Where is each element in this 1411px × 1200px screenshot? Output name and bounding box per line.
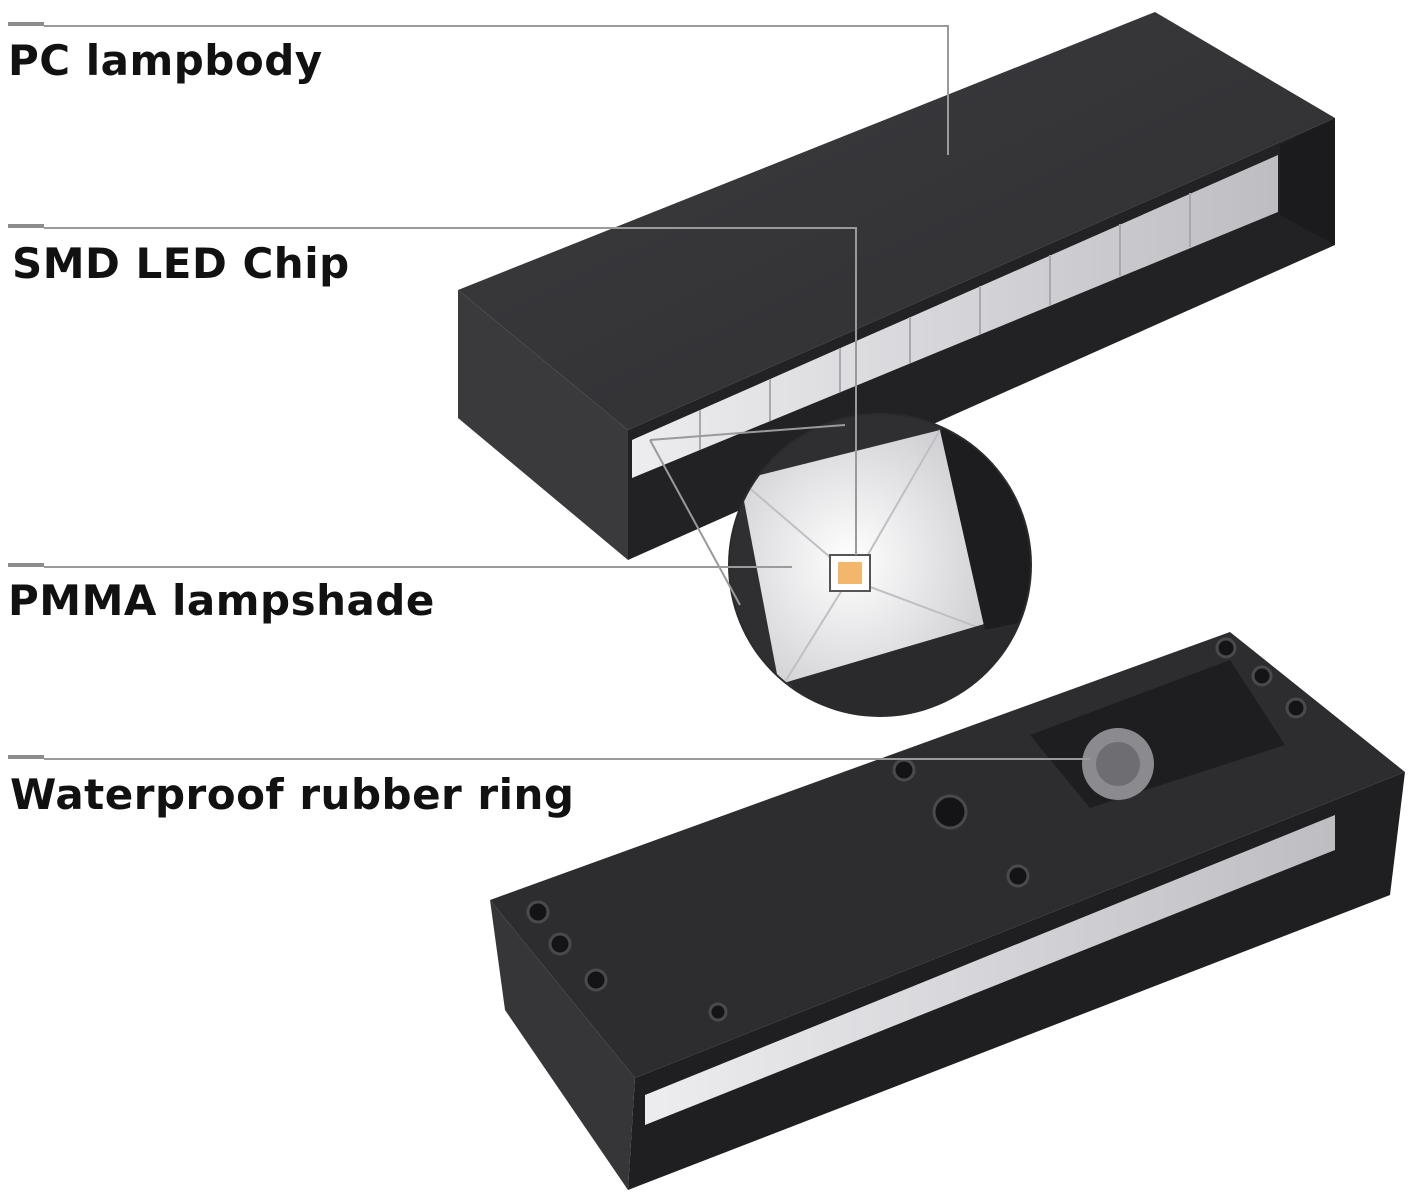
label-marker-smd <box>8 224 44 228</box>
upper-lampshade-strip <box>632 155 1278 478</box>
lower-lamp-body <box>490 632 1405 1190</box>
rubber-ring-inner <box>1096 742 1140 786</box>
label-pc-lampbody: PC lampbody <box>8 36 323 85</box>
upper-lamp-left-face <box>458 290 628 560</box>
lower-lamp-left-face <box>490 900 635 1190</box>
upper-lampshade-ribs <box>699 193 1191 450</box>
led-zoom-inset <box>728 413 1032 717</box>
leader-line-pc-lampbody <box>44 25 949 155</box>
upper-lamp-right-opening <box>1280 118 1335 245</box>
label-marker-pmma <box>8 563 44 567</box>
zoom-connector-1 <box>649 439 741 606</box>
lower-lampshade-strip <box>645 815 1335 1125</box>
label-pmma-lampshade: PMMA lampshade <box>8 576 435 625</box>
label-smd-led-chip: SMD LED Chip <box>12 239 350 288</box>
label-marker-pc <box>8 22 44 26</box>
upper-lamp-top-face <box>458 12 1335 430</box>
label-marker-ring <box>8 755 44 759</box>
leader-lines <box>44 25 1090 760</box>
leader-line-smd-led-chip <box>44 227 857 555</box>
label-waterproof-rubber-ring: Waterproof rubber ring <box>10 770 575 819</box>
zoom-connector-2 <box>649 424 846 441</box>
mounting-holes <box>526 637 1307 1022</box>
upper-lamp-body <box>458 12 1335 560</box>
led-chip <box>838 562 862 584</box>
lens-facets <box>739 429 986 691</box>
